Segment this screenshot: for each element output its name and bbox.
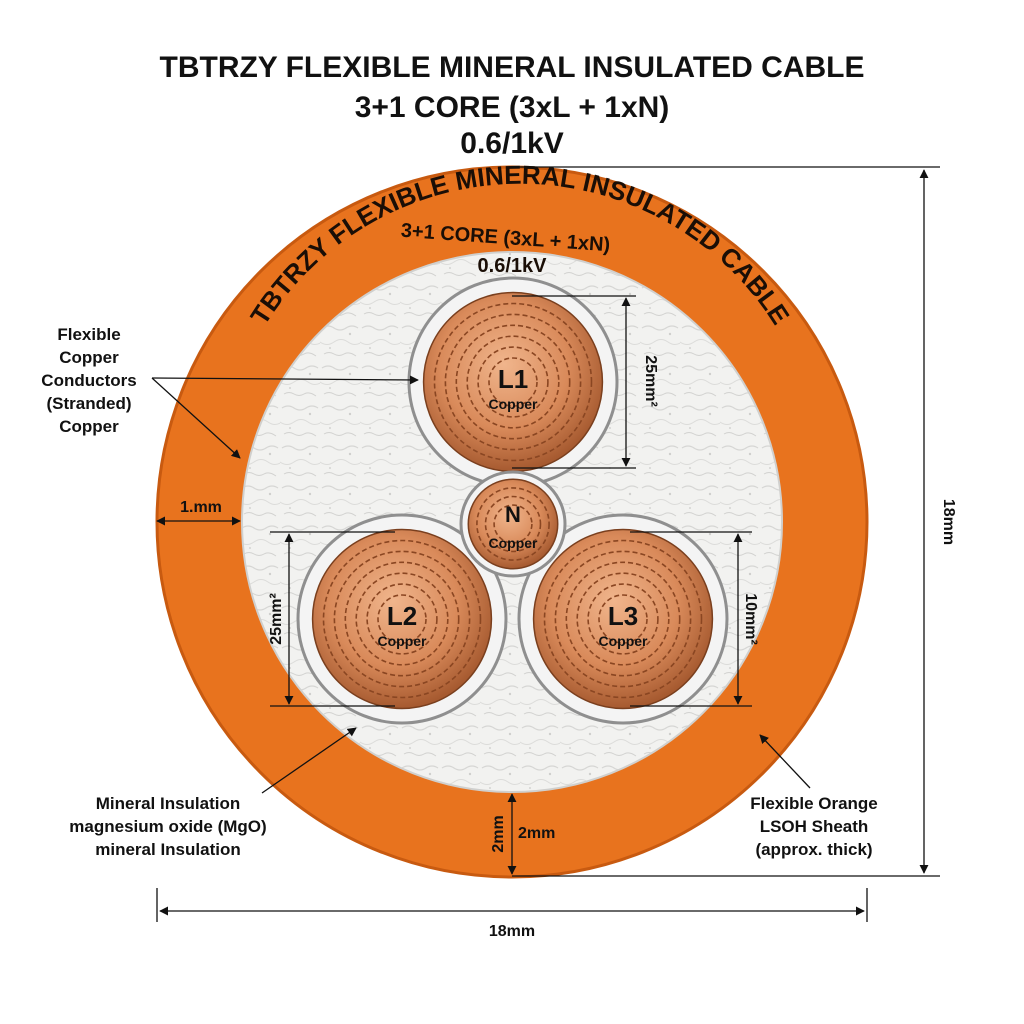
core-l1-strand-ring — [433, 302, 593, 462]
sheath-callout-line-1: Flexible Orange — [750, 794, 878, 813]
title-line-1: TBTRZY FLEXIBLE MINERAL INSULATED CABLE — [159, 51, 865, 84]
core-l3-label: L3 — [608, 601, 638, 631]
mineral-leader — [261, 727, 357, 794]
core-l2-strand-ring — [366, 583, 438, 655]
sheath-thickness-vertical-label: 2mm — [490, 815, 507, 852]
sheath-print-line3: 0.6/1kV — [478, 255, 548, 277]
core-l2-strand-ring — [322, 539, 482, 699]
mineral-callout-line-2: magnesium oxide (MgO) — [69, 817, 266, 836]
mineral-callout-line-1: Mineral Insulation — [96, 794, 241, 813]
core-l3-strand-ring — [554, 550, 692, 688]
core-l2-label: L2 — [387, 601, 417, 631]
title-line-3: 0.6/1kV — [460, 127, 564, 160]
core-l1-material: Copper — [489, 396, 539, 412]
core-l1-strand-ring — [477, 346, 549, 418]
core-l3-copper — [532, 528, 714, 710]
core-l2-material: Copper — [378, 633, 428, 649]
core-l2-copper — [311, 528, 493, 710]
conductors-callout-line-2: Copper — [59, 348, 119, 367]
core-n: N Copper — [459, 470, 567, 578]
core-l3-strand-ring — [543, 539, 703, 699]
core-n-material: Copper — [489, 535, 539, 551]
core-n-strand-ring — [476, 487, 550, 561]
insulation-gap-label: 1.mm — [180, 499, 222, 516]
core-l2-strand-ring — [377, 594, 427, 644]
conductors-callout-line-4: (Stranded) — [47, 394, 132, 413]
core-l3-strand-ring — [598, 594, 648, 644]
sheath-callout-line-3: (approx. thick) — [755, 840, 872, 859]
conductors-callout-line-3: Conductors — [41, 371, 136, 390]
core-n-strand-ring — [493, 504, 533, 544]
conductors-callout: Flexible Copper Conductors (Stranded) Co… — [41, 325, 136, 436]
title-line-2: 3+1 CORE (3xL + 1xN) — [354, 91, 670, 124]
l1-size-label: 25mm² — [642, 355, 659, 407]
core-l2-strand-ring — [355, 572, 449, 666]
conductors-callout-line-1: Flexible — [57, 325, 120, 344]
l3-size-label: 10mm² — [742, 593, 759, 645]
core-l1-strand-ring — [488, 357, 538, 407]
sheath-thickness-label: 2mm — [518, 825, 555, 842]
mineral-callout: Mineral Insulation magnesium oxide (MgO)… — [69, 794, 266, 859]
l2-size-label: 25mm² — [268, 593, 285, 645]
core-n-label: N — [505, 502, 521, 527]
core-l1-strand-ring — [444, 313, 582, 451]
conductors-leader-1 — [151, 375, 419, 385]
mineral-callout-line-3: mineral Insulation — [95, 840, 240, 859]
core-l3-strand-ring — [587, 583, 659, 655]
conductors-callout-line-5: Copper — [59, 417, 119, 436]
core-l2-strand-ring — [344, 561, 460, 677]
overall-width-label: 18mm — [489, 923, 535, 940]
core-l2-strand-ring — [333, 550, 471, 688]
core-l3-material: Copper — [599, 633, 649, 649]
conductors-leader-2 — [151, 377, 241, 459]
core-l3-strand-ring — [565, 561, 681, 677]
core-l1-strand-ring — [455, 324, 571, 440]
core-l3-strand-ring — [576, 572, 670, 666]
core-n-copper — [467, 478, 559, 570]
overall-height-label: 18mm — [940, 499, 957, 545]
core-l1-strand-ring — [466, 335, 560, 429]
core-n-strand-ring — [484, 495, 542, 553]
core-l1-label: L1 — [498, 364, 528, 394]
sheath-callout: Flexible Orange LSOH Sheath (approx. thi… — [750, 794, 878, 859]
sheath-callout-line-2: LSOH Sheath — [760, 817, 869, 836]
sheath-leader — [759, 734, 811, 789]
